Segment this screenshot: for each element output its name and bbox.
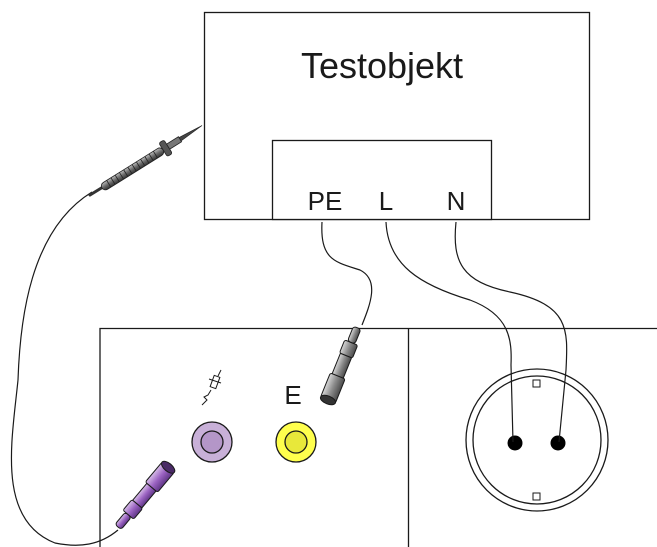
terminal-pe-label: PE <box>308 186 343 216</box>
test-object-title: Testobjekt <box>301 45 463 86</box>
terminal-l-label: L <box>379 186 393 216</box>
socket-pin-left <box>507 435 523 451</box>
socket-earth-clip-top <box>532 379 541 388</box>
purple-test-plug[interactable] <box>112 459 177 532</box>
n-wire <box>454 221 568 443</box>
probe-lead-wire <box>10 191 119 546</box>
instrument-outline <box>99 327 657 547</box>
test-object: Testobjekt PE L N <box>203 11 591 221</box>
instrument-panel <box>99 327 657 547</box>
probe-terminal[interactable] <box>191 421 233 463</box>
pe-wire <box>321 221 373 326</box>
terminal-n-label: N <box>447 186 466 216</box>
e-terminal-label: E <box>284 380 301 410</box>
test-probe[interactable] <box>88 119 206 197</box>
wall-socket <box>465 368 609 512</box>
terminal-block <box>271 139 493 221</box>
socket-earth-clip-bottom <box>532 492 541 501</box>
socket-pin-right <box>550 435 566 451</box>
test-probe-icon <box>201 369 222 406</box>
socket-inner-ring <box>472 375 602 505</box>
l-wire <box>385 221 514 443</box>
e-terminal[interactable] <box>275 421 317 463</box>
grey-test-plug[interactable] <box>319 325 365 407</box>
